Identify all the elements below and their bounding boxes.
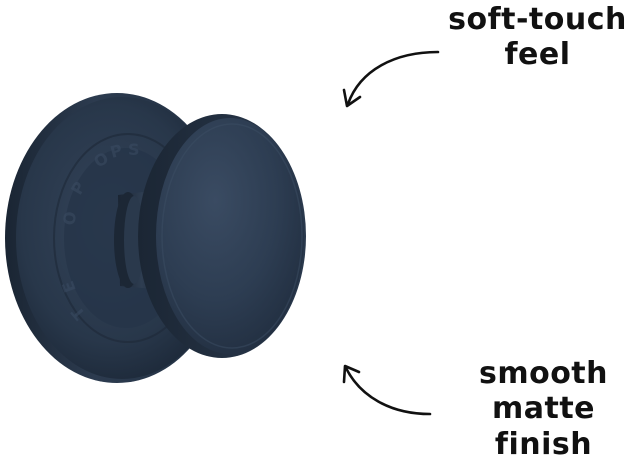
label-bottom-line-2: matte xyxy=(491,391,596,427)
svg-text:P: P xyxy=(108,140,125,161)
label-top-line-1: soft-touch xyxy=(448,2,627,37)
label-bottom-line-3: finish xyxy=(494,426,593,462)
smooth-matte-finish-label: smooth matte finish xyxy=(452,356,635,462)
svg-text:O: O xyxy=(59,210,80,227)
soft-touch-feel-label: soft-touch feel xyxy=(440,2,635,73)
grip-cap xyxy=(138,114,306,358)
svg-text:S: S xyxy=(128,140,140,159)
bottom-arrow xyxy=(342,364,432,416)
label-top-line-2: feel xyxy=(504,37,571,73)
top-arrow xyxy=(342,50,440,108)
label-bottom-line-1: smooth xyxy=(478,356,609,391)
